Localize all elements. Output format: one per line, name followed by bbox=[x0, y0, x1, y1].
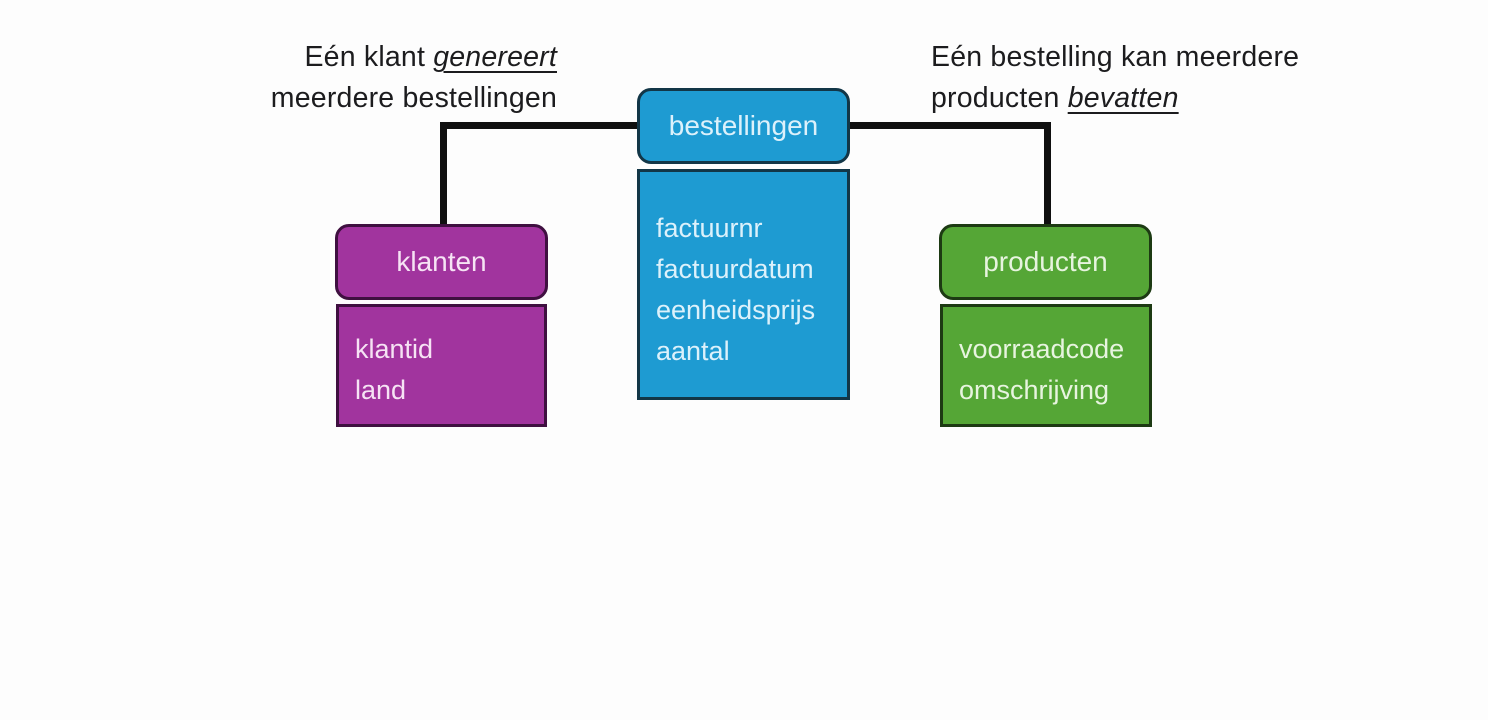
annotation-line: meerdere bestellingen bbox=[270, 82, 557, 114]
field-eenheidsprijs: eenheidsprijs bbox=[656, 295, 816, 325]
field-omschrijving: omschrijving bbox=[959, 375, 1110, 405]
annotation-emphasis: genereert bbox=[433, 41, 557, 73]
annotation-bestelling-bevat: Eén bestelling kan meerdere producten be… bbox=[931, 37, 1371, 119]
field-voorraadcode: voorraadcode bbox=[959, 334, 1125, 364]
connector-bestellingen-producten-horizontal bbox=[847, 122, 1051, 129]
entity-producten-title: producten bbox=[939, 224, 1152, 300]
annotation-emphasis: bevatten bbox=[1067, 82, 1179, 114]
connector-bestellingen-klanten-horizontal bbox=[440, 122, 640, 129]
annotation-text: Eén klant bbox=[304, 41, 434, 73]
annotation-line: Eén klant genereert bbox=[216, 37, 557, 78]
connector-bestellingen-producten-vertical bbox=[1044, 122, 1051, 226]
annotation-text: producten bbox=[931, 82, 1068, 114]
field-aantal: aantal bbox=[656, 336, 730, 366]
entity-klanten-fields: klantid land bbox=[336, 304, 547, 427]
entity-bestellingen-title: bestellingen bbox=[637, 88, 850, 164]
entity-producten-fields: voorraadcode omschrijving bbox=[940, 304, 1152, 427]
annotation-line: producten bevatten bbox=[931, 78, 1371, 119]
entity-bestellingen-fields: factuurnr factuurdatum eenheidsprijs aan… bbox=[637, 169, 850, 400]
annotation-line: Eén bestelling kan meerdere bbox=[931, 41, 1300, 73]
connector-bestellingen-klanten-vertical bbox=[440, 122, 447, 226]
entity-klanten-title: klanten bbox=[335, 224, 548, 300]
annotation-klant-genereert: Eén klant genereert meerdere bestellinge… bbox=[216, 37, 557, 119]
field-klantid: klantid bbox=[355, 334, 434, 364]
field-factuurdatum: factuurdatum bbox=[656, 254, 814, 284]
field-factuurnr: factuurnr bbox=[656, 213, 763, 243]
field-land: land bbox=[355, 375, 407, 405]
